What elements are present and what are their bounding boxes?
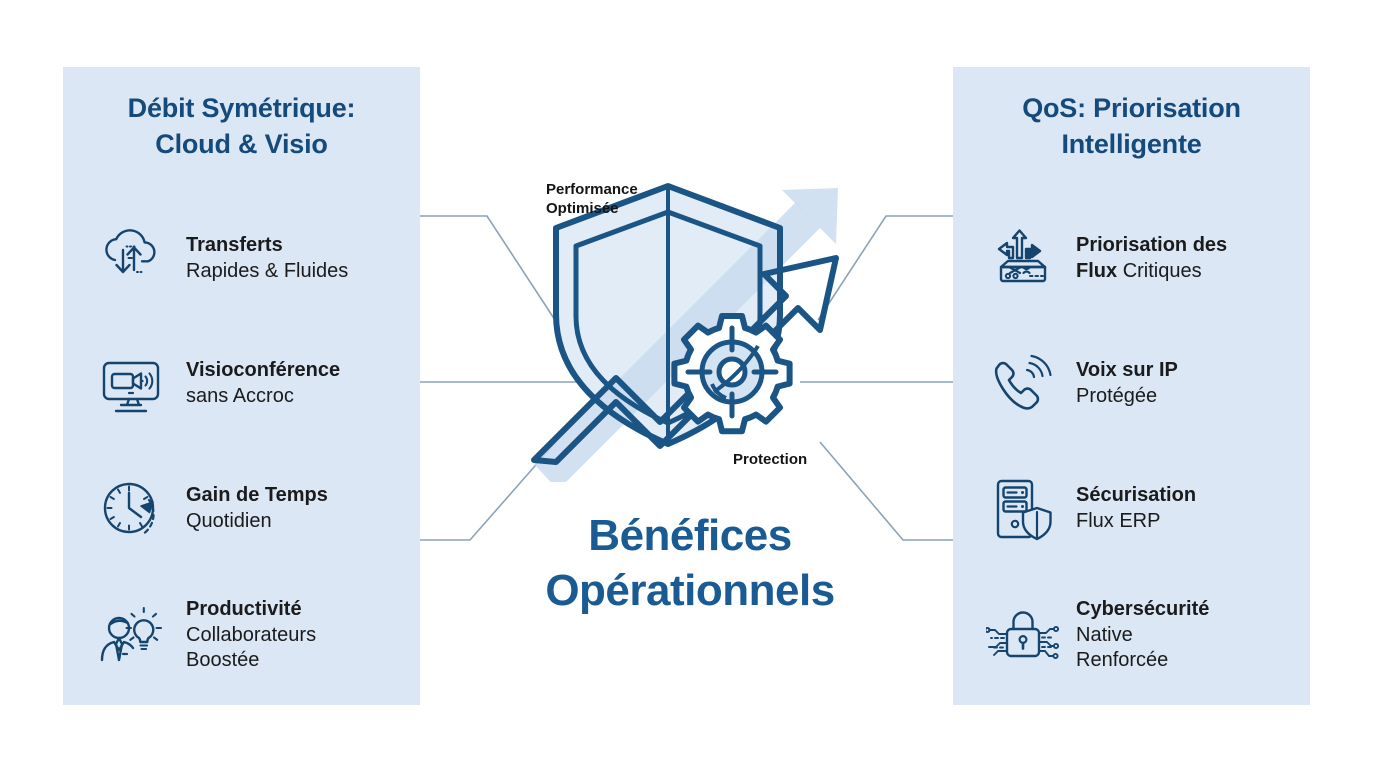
feature-line1: Sécurisation: [1076, 484, 1197, 507]
person-lightbulb-icon: [96, 598, 170, 672]
left-panel-title-line2: Cloud & Visio: [155, 128, 328, 159]
feature-text: Gain de Temps Quotidien: [186, 483, 328, 534]
feature-line2: Protégée: [1076, 385, 1158, 407]
feature-line2: Quotidien: [186, 510, 272, 532]
annotation-performance-line2: Optimisée: [546, 199, 619, 217]
feature-line2: Flux ERP: [1076, 510, 1161, 532]
annotation-performance: Performance Optimisée: [546, 181, 638, 219]
main-title-line1: Bénéfices: [588, 511, 792, 560]
left-panel-title-line1: Débit Symétrique:: [127, 93, 356, 123]
router-traffic-arrows-icon: [986, 222, 1060, 296]
right-panel-title-line2: Intelligente: [1061, 128, 1202, 159]
right-panel: QoS: Priorisation Intelligente: [953, 67, 1310, 705]
feature-line1: Priorisation des: [1076, 234, 1228, 257]
feature-text: Cybersécurité Native Renforcée: [1076, 597, 1209, 674]
cloud-upload-download-icon: [96, 222, 170, 296]
feature-line2: Flux: [1076, 260, 1118, 282]
feature-line1: Productivité: [186, 598, 302, 620]
feature-line3: Critiques: [1122, 260, 1202, 282]
right-panel-title-line1: QoS: Priorisation: [1022, 93, 1241, 123]
left-panel: Débit Symétrique: Cloud & Visio Transfer…: [63, 67, 420, 705]
feature-line1: Gain de Temps: [186, 484, 328, 507]
feature-cybersecurite[interactable]: Cybersécurité Native Renforcée: [986, 597, 1326, 674]
feature-text: Productivité Collaborateurs Boostée: [186, 597, 316, 674]
feature-line1: Cybersécurité: [1076, 598, 1210, 620]
feature-text: Voix sur IP Protégée: [1076, 358, 1178, 409]
feature-productivite[interactable]: Productivité Collaborateurs Boostée: [96, 597, 426, 674]
feature-line2: Collaborateurs: [186, 623, 317, 646]
feature-transferts[interactable]: Transferts Rapides & Fluides: [96, 222, 426, 296]
main-title-line2: Opérationnels: [545, 566, 835, 615]
feature-text: Transferts Rapides & Fluides: [186, 233, 348, 284]
left-panel-title: Débit Symétrique: Cloud & Visio: [63, 91, 420, 163]
voip-phone-icon: [986, 347, 1060, 421]
feature-gain-de-temps[interactable]: Gain de Temps Quotidien: [96, 472, 426, 546]
server-shield-icon: [986, 472, 1060, 546]
feature-line1: Transferts: [186, 234, 283, 257]
feature-text: Sécurisation Flux ERP: [1076, 483, 1196, 534]
shield-growth-arrow-gear-icon: [520, 172, 860, 490]
feature-line2: Native: [1076, 623, 1133, 646]
feature-line1: Voix sur IP: [1076, 359, 1178, 382]
feature-line3: Boostée: [186, 649, 260, 672]
main-title: Bénéfices Opérationnels: [430, 508, 950, 618]
feature-text: Visioconférence sans Accroc: [186, 358, 340, 409]
feature-visioconference[interactable]: Visioconférence sans Accroc: [96, 347, 426, 421]
right-panel-title: QoS: Priorisation Intelligente: [953, 91, 1310, 163]
annotation-protection-label: Protection: [733, 451, 808, 468]
padlock-circuit-icon: [986, 598, 1060, 672]
feature-line3: Renforcée: [1076, 649, 1169, 672]
feature-priorisation-flux[interactable]: Priorisation des Flux Critiques: [986, 222, 1326, 296]
feature-line1: Visioconférence: [186, 359, 341, 382]
feature-voix-sur-ip[interactable]: Voix sur IP Protégée: [986, 347, 1326, 421]
video-conference-monitor-icon: [96, 347, 170, 421]
feature-securisation-erp[interactable]: Sécurisation Flux ERP: [986, 472, 1326, 546]
feature-line2: Rapides & Fluides: [186, 260, 349, 282]
annotation-performance-line1: Performance: [546, 181, 638, 198]
annotation-protection: Protection: [733, 451, 807, 470]
feature-line2: sans Accroc: [186, 385, 294, 407]
feature-text: Priorisation des Flux Critiques: [1076, 233, 1227, 284]
clock-arrow-icon: [96, 472, 170, 546]
